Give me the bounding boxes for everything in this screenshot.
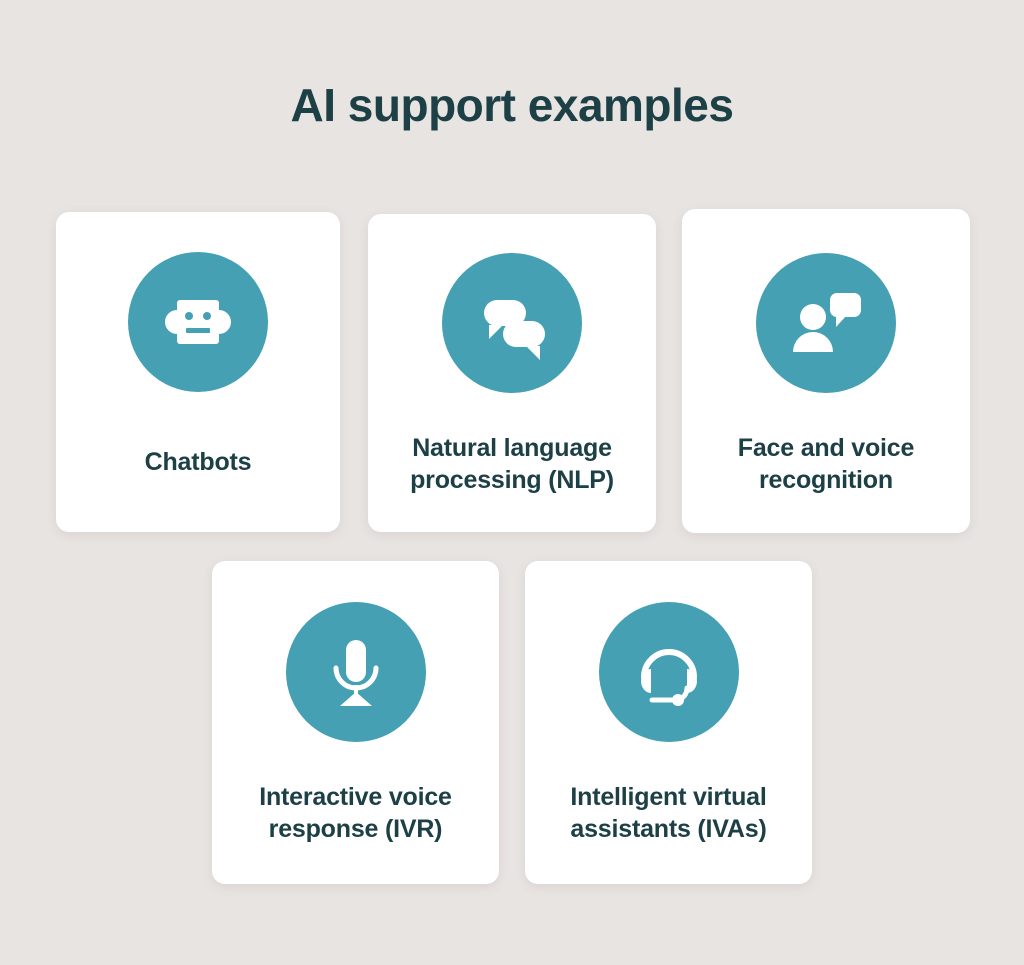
robot-icon <box>165 300 231 344</box>
card-label-line: assistants (IVAs) <box>570 815 767 843</box>
card-label-natural-language-processing: Natural language processing (NLP) <box>368 432 656 496</box>
card-label-chatbots: Chatbots <box>56 446 340 478</box>
card-intelligent-virtual-assistants[interactable]: Intelligent virtual assistants (IVAs) <box>525 561 812 884</box>
card-interactive-voice-response[interactable]: Interactive voice response (IVR) <box>212 561 499 884</box>
card-label-line: Natural language <box>412 434 612 462</box>
card-label-line: Face and voice <box>737 434 915 462</box>
microphone-icon <box>333 640 378 706</box>
card-face-and-voice-recognition[interactable]: Face and voice recognition <box>682 209 970 533</box>
card-label-line: Intelligent virtual <box>570 783 767 811</box>
card-label-intelligent-virtual-assistants: Intelligent virtual assistants (IVAs) <box>525 781 812 845</box>
card-label-line: processing (NLP) <box>410 466 614 494</box>
speech-bubbles-icon <box>484 300 545 360</box>
card-label-line: Interactive voice <box>259 783 452 811</box>
icon-badge-interactive-voice-response <box>285 602 426 742</box>
person-speech-bubble-icon <box>793 293 861 352</box>
icon-badge-natural-language-processing <box>442 253 582 393</box>
card-label-interactive-voice-response: Interactive voice response (IVR) <box>212 781 499 845</box>
icon-badge-face-and-voice-recognition <box>756 253 896 393</box>
card-chatbots[interactable]: Chatbots <box>56 212 340 532</box>
card-label-face-and-voice-recognition: Face and voice recognition <box>682 432 970 496</box>
card-label-line: Chatbots <box>144 448 252 476</box>
icon-badge-intelligent-virtual-assistants <box>598 602 739 742</box>
headset-icon <box>640 649 697 706</box>
card-label-line: response (IVR) <box>268 815 443 843</box>
page-title: AI support examples <box>290 79 734 131</box>
card-label-line: recognition <box>759 466 893 494</box>
card-natural-language-processing[interactable]: Natural language processing (NLP) <box>368 214 656 532</box>
icon-badge-chatbots <box>128 252 268 392</box>
